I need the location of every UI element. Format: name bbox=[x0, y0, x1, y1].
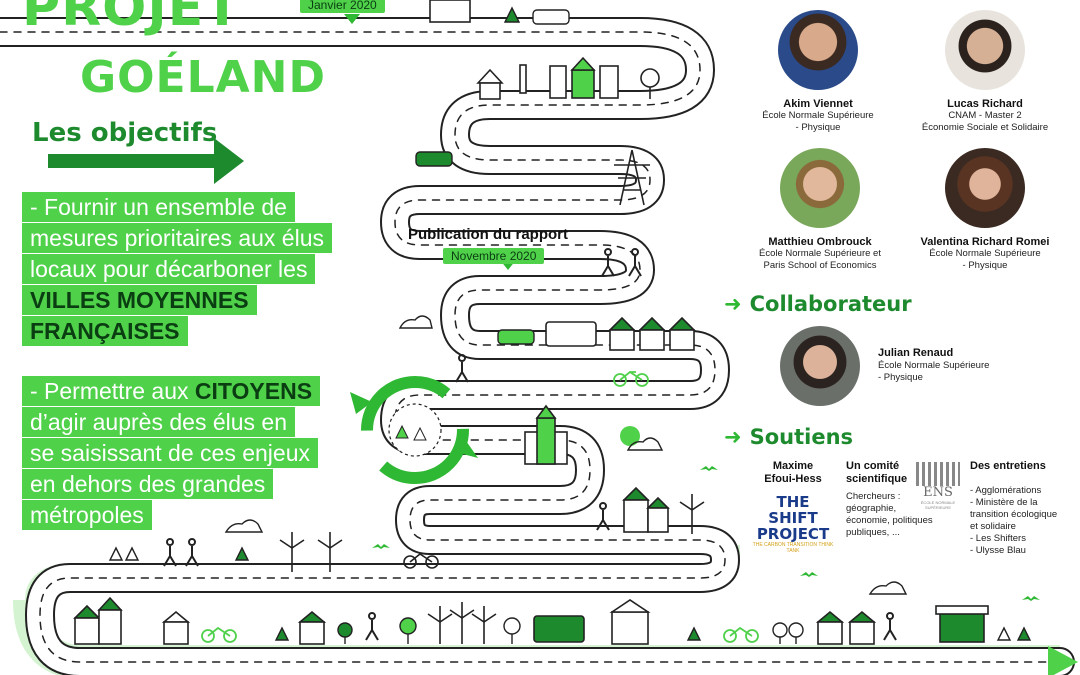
comite-text: publiques, ... bbox=[846, 527, 900, 538]
objective-2-line: d’agir auprès des élus en bbox=[22, 407, 295, 437]
objective-1-line: - Fournir un ensemble de bbox=[22, 192, 295, 222]
ens-logo: ENS ÉCOLE NORMALE SUPÉRIEURE bbox=[916, 462, 960, 510]
comite-text: Chercheurs : bbox=[846, 491, 901, 502]
member-affiliation: - Physique bbox=[962, 260, 1008, 271]
supporter-name: Maxime bbox=[772, 460, 814, 472]
objective-1-line: locaux pour décarboner les bbox=[22, 254, 316, 284]
avatar bbox=[945, 10, 1025, 90]
soutien-shift-project: Maxime Efoui-Hess THE SHIFT PROJECT THE … bbox=[752, 460, 834, 554]
comite-title: scientifique bbox=[846, 473, 908, 485]
arrow-right-icon: ➜ bbox=[724, 292, 742, 316]
objective-2-line: en dehors des grandes bbox=[22, 469, 274, 499]
arrow-right-icon: ➜ bbox=[724, 425, 742, 449]
member-affiliation: CNAM - Master 2 bbox=[948, 110, 1022, 121]
objective-2-line: se saisissant de ces enjeux bbox=[22, 438, 318, 468]
comite-text: géographie, bbox=[846, 503, 897, 514]
publication-label: Publication du rapport bbox=[408, 226, 568, 243]
objective-2-line: métropoles bbox=[22, 500, 152, 530]
entretiens-item: et solidaire bbox=[970, 521, 1016, 532]
avatar bbox=[780, 326, 860, 406]
entretiens-item: - Ministère de la bbox=[970, 497, 1038, 508]
project-title-top: PROJET bbox=[22, 0, 241, 38]
objectives-heading: Les objectifs bbox=[32, 118, 218, 148]
comite-text: économie, politiques bbox=[846, 515, 933, 526]
entretiens-item: - Agglomérations bbox=[970, 485, 1042, 496]
collaborateur-affiliation: École Normale Supérieure bbox=[878, 360, 990, 371]
entretiens-item: transition écologique bbox=[970, 509, 1058, 520]
ens-label: ENS bbox=[923, 485, 953, 500]
member-affiliation: - Physique bbox=[795, 122, 841, 133]
avatar bbox=[780, 148, 860, 228]
supporter-name: Efoui-Hess bbox=[764, 473, 822, 485]
shift-project-logo: THE SHIFT PROJECT THE CARBON TRANSITION … bbox=[752, 494, 834, 554]
ens-building-icon bbox=[916, 462, 960, 486]
logo-text: PROJECT bbox=[756, 525, 830, 543]
collaborateur-name: Julian Renaud bbox=[878, 347, 954, 359]
soutien-comite: Un comité scientifique Chercheurs : géog… bbox=[846, 460, 966, 539]
objective-1-strong: FRANÇAISES bbox=[22, 316, 188, 346]
start-date-tag: Janvier 2020 bbox=[300, 0, 385, 13]
entretiens-item: - Ulysse Blau bbox=[970, 545, 1026, 556]
member-name: Valentina Richard Romei bbox=[920, 236, 1050, 248]
member-affiliation: École Normale Supérieure et bbox=[759, 248, 881, 259]
member-name: Matthieu Ombrouck bbox=[768, 236, 872, 248]
member-affiliation: Économie Sociale et Solidaire bbox=[921, 122, 1049, 133]
objective-2-prefix: - Permettre aux bbox=[30, 378, 195, 404]
logo-text: THE SHIFT bbox=[768, 493, 818, 527]
collaborateur-heading: ➜ Collaborateur bbox=[724, 292, 912, 316]
member-affiliation: École Normale Supérieure bbox=[762, 110, 874, 121]
entretiens-item: - Les Shifters bbox=[970, 533, 1026, 544]
team-member-card: Matthieu Ombrouck École Normale Supérieu… bbox=[750, 148, 890, 272]
team-member-card: Lucas Richard CNAM - Master 2 Économie S… bbox=[905, 10, 1065, 134]
member-affiliation: École Normale Supérieure bbox=[929, 248, 1041, 259]
avatar bbox=[778, 10, 858, 90]
objective-2-first-line: - Permettre aux CITOYENS bbox=[22, 376, 321, 406]
team-member-card: Valentina Richard Romei École Normale Su… bbox=[908, 148, 1062, 272]
ens-sublabel: ÉCOLE NORMALE SUPÉRIEURE bbox=[920, 500, 956, 510]
member-name: Akim Viennet bbox=[783, 98, 853, 110]
collaborateur-heading-label: Collaborateur bbox=[749, 292, 912, 316]
soutiens-heading-label: Soutiens bbox=[749, 425, 854, 449]
objective-1: - Fournir un ensemble de mesures priorit… bbox=[22, 192, 382, 347]
collaborateur-info: Julian Renaud École Normale Supérieure -… bbox=[878, 347, 989, 384]
project-title: GOÉLAND bbox=[80, 52, 327, 103]
objective-2: - Permettre aux CITOYENS d’agir auprès d… bbox=[22, 376, 382, 531]
member-affiliation: Paris School of Economics bbox=[763, 260, 877, 271]
soutien-entretiens: Des entretiens - Agglomérations - Minist… bbox=[970, 460, 1074, 557]
objective-1-line: mesures prioritaires aux élus bbox=[22, 223, 333, 253]
objective-2-strong: CITOYENS bbox=[194, 378, 313, 404]
objective-1-strong: VILLES MOYENNES bbox=[22, 285, 257, 315]
collaborateur-affiliation: - Physique bbox=[878, 372, 923, 383]
team-member-card: Akim Viennet École Normale Supérieure - … bbox=[758, 10, 878, 134]
logo-tagline: THE CARBON TRANSITION THINK TANK bbox=[752, 542, 834, 554]
soutiens-heading: ➜ Soutiens bbox=[724, 425, 853, 449]
entretiens-title: Des entretiens bbox=[970, 460, 1046, 472]
publication-date-tag: Novembre 2020 bbox=[443, 248, 545, 264]
member-name: Lucas Richard bbox=[947, 98, 1023, 110]
avatar bbox=[945, 148, 1025, 228]
comite-title: Un comité bbox=[846, 460, 900, 472]
